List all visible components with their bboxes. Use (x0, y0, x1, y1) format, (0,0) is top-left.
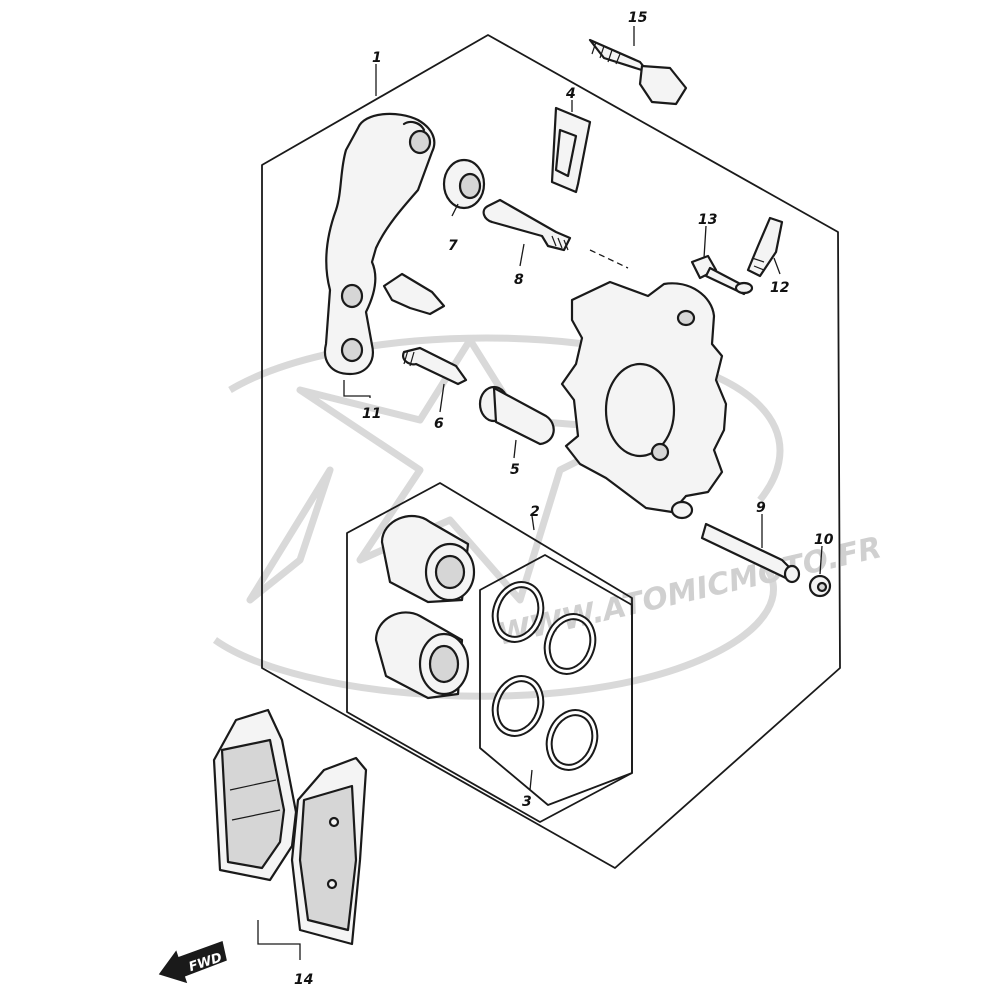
forward-direction-arrow: FWD (158, 941, 227, 984)
piston-upper-part (380, 514, 476, 604)
seal-ring-1 (491, 581, 545, 643)
upper-slide-pin-part (482, 198, 572, 252)
leader-lines (257, 26, 823, 960)
callout-14: 14 (294, 972, 313, 988)
callout-7: 7 (448, 238, 458, 254)
callout-labels: 1 2 3 4 5 6 7 8 9 10 11 12 13 14 15 (294, 10, 834, 988)
caliper-bracket-part (323, 112, 436, 376)
caliper-assembly-outline (261, 34, 841, 869)
seal-kit-outline (479, 554, 633, 806)
seal-ring-2 (543, 613, 597, 675)
callout-2: 2 (530, 504, 540, 520)
callout-10: 10 (814, 532, 834, 548)
pin-boot-part (478, 385, 555, 446)
callout-5: 5 (510, 462, 520, 478)
lower-slide-pin-part (402, 346, 468, 386)
callout-1: 1 (372, 50, 382, 66)
mounting-bolt-part (588, 38, 688, 106)
callout-9: 9 (756, 500, 766, 516)
callout-3: 3 (522, 794, 532, 810)
rubber-boot-part (442, 158, 486, 210)
brake-pad-left-part (212, 708, 298, 882)
callout-13: 13 (698, 212, 717, 228)
pad-retainer-clip-part (382, 272, 446, 316)
callout-11: 11 (362, 406, 381, 422)
caliper-body-part (560, 280, 728, 520)
callout-6: 6 (434, 416, 444, 432)
pad-spring-part (550, 106, 592, 194)
bleeder-cap-part (690, 254, 754, 296)
seal-ring-3 (491, 675, 545, 737)
piston-lower-part (374, 611, 470, 700)
callout-12: 12 (770, 280, 789, 296)
callout-15: 15 (628, 10, 648, 26)
callout-8: 8 (514, 272, 524, 288)
pin-plug-part (808, 574, 832, 598)
pad-pin-part (700, 522, 801, 584)
brake-pad-right-part (290, 756, 368, 946)
bleeder-valve-part (746, 216, 784, 278)
callout-4: 4 (565, 86, 576, 102)
seal-ring-4 (545, 709, 599, 771)
